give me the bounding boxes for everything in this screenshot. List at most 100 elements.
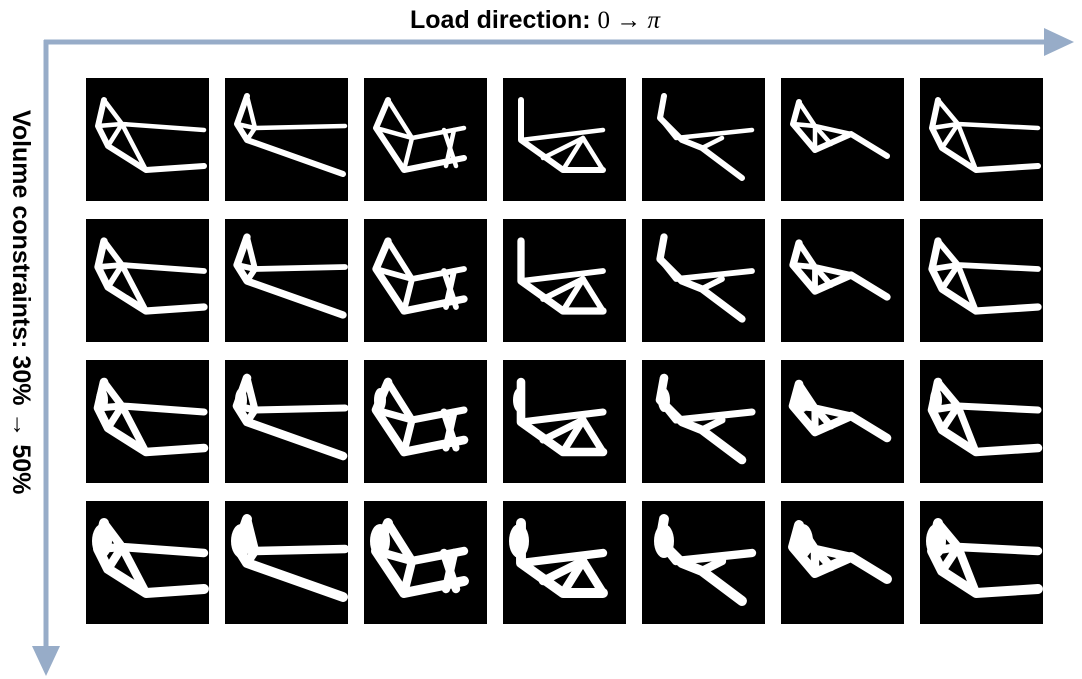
truss-member — [790, 121, 818, 129]
structure-cell-r4-c1 — [86, 501, 209, 624]
truss-member — [242, 514, 348, 556]
truss-member — [401, 135, 415, 173]
truss-structure — [654, 514, 757, 606]
truss-member — [234, 121, 258, 131]
truss-member — [580, 135, 606, 173]
truss-member — [243, 406, 259, 426]
truss-member — [698, 416, 726, 434]
x-axis-title: Load direction: 0 → π — [410, 6, 660, 35]
x-axis-arrow-glyph: → — [616, 7, 642, 34]
truss-member — [560, 276, 586, 314]
material-blob — [96, 388, 108, 412]
truss-member — [657, 93, 745, 181]
truss-member — [811, 404, 835, 430]
truss-structure — [790, 99, 890, 159]
truss-member — [812, 264, 834, 288]
truss-structure — [509, 518, 608, 598]
material-blob — [793, 524, 813, 558]
truss-member — [372, 237, 468, 315]
truss-member — [95, 262, 125, 270]
structure-grid — [86, 78, 1043, 624]
truss-structure — [657, 93, 755, 181]
structure-cell-r2-c1 — [86, 219, 209, 342]
material-blob — [797, 388, 809, 412]
structure-cell-r3-c5 — [642, 360, 765, 483]
truss-member — [518, 127, 606, 143]
truss-member — [790, 262, 818, 270]
truss-member — [118, 402, 150, 456]
truss-member — [119, 121, 149, 173]
truss-member — [244, 266, 258, 284]
truss-member — [518, 268, 606, 284]
truss-structure — [788, 379, 892, 443]
structure-cell-r2-c3 — [364, 219, 487, 342]
truss-member — [244, 93, 348, 131]
truss-member — [796, 99, 854, 137]
structure-cell-r1-c2 — [225, 78, 348, 201]
structure-cell-r3-c6 — [781, 360, 904, 483]
truss-member — [954, 402, 980, 456]
truss-member — [579, 416, 607, 456]
truss-member — [243, 374, 348, 414]
truss-member — [518, 97, 606, 173]
truss-structure — [656, 233, 755, 323]
truss-member — [796, 240, 854, 278]
structure-cell-r2-c6 — [781, 219, 904, 342]
truss-structure — [93, 377, 209, 457]
truss-structure — [92, 518, 209, 598]
truss-member — [955, 121, 979, 173]
truss-member — [442, 408, 458, 452]
truss-member — [699, 276, 725, 292]
truss-member — [517, 237, 607, 315]
truss-member — [538, 556, 588, 586]
material-blob — [235, 388, 247, 412]
truss-member — [234, 93, 346, 177]
truss-member — [104, 402, 126, 432]
structure-cell-r4-c3 — [364, 501, 487, 624]
truss-member — [242, 546, 260, 568]
y-axis-title: Volume constraints: 30% → 50% — [7, 110, 35, 495]
truss-structure — [517, 237, 607, 315]
truss-structure — [231, 514, 348, 602]
truss-structure — [789, 239, 891, 301]
x-axis-expression: 0 → π — [598, 7, 661, 34]
structure-cell-r1-c6 — [781, 78, 904, 201]
truss-member — [517, 408, 607, 426]
truss-member — [373, 266, 415, 282]
material-blob — [374, 388, 386, 412]
truss-member — [244, 234, 348, 272]
y-axis-arrow-head — [32, 646, 60, 676]
truss-member — [578, 556, 608, 598]
truss-structure — [518, 97, 606, 173]
truss-structure — [232, 373, 348, 461]
truss-member — [657, 115, 755, 141]
structure-cell-r1-c5 — [642, 78, 765, 201]
material-blob — [930, 388, 942, 412]
material-blob — [370, 524, 390, 558]
truss-structure — [94, 237, 208, 315]
truss-member — [657, 256, 755, 282]
structure-cell-r2-c2 — [225, 219, 348, 342]
structure-cell-r1-c4 — [503, 78, 626, 201]
truss-member — [955, 262, 979, 314]
truss-member — [119, 262, 149, 314]
truss-structure — [370, 518, 469, 598]
truss-member — [399, 556, 417, 598]
structure-cell-r2-c4 — [503, 219, 626, 342]
truss-member — [938, 402, 962, 434]
truss-member — [699, 135, 725, 151]
material-blob — [926, 524, 946, 558]
structure-cell-r1-c1 — [86, 78, 209, 201]
truss-structure — [371, 377, 469, 457]
structure-cell-r1-c7 — [920, 78, 1043, 201]
truss-member — [939, 262, 961, 292]
truss-member — [929, 262, 961, 272]
truss-member — [443, 127, 457, 169]
structure-cell-r2-c5 — [642, 219, 765, 342]
material-blob — [231, 524, 251, 558]
truss-member — [443, 268, 457, 310]
truss-member — [953, 542, 981, 598]
truss-member — [117, 542, 151, 598]
truss-member — [372, 406, 416, 424]
